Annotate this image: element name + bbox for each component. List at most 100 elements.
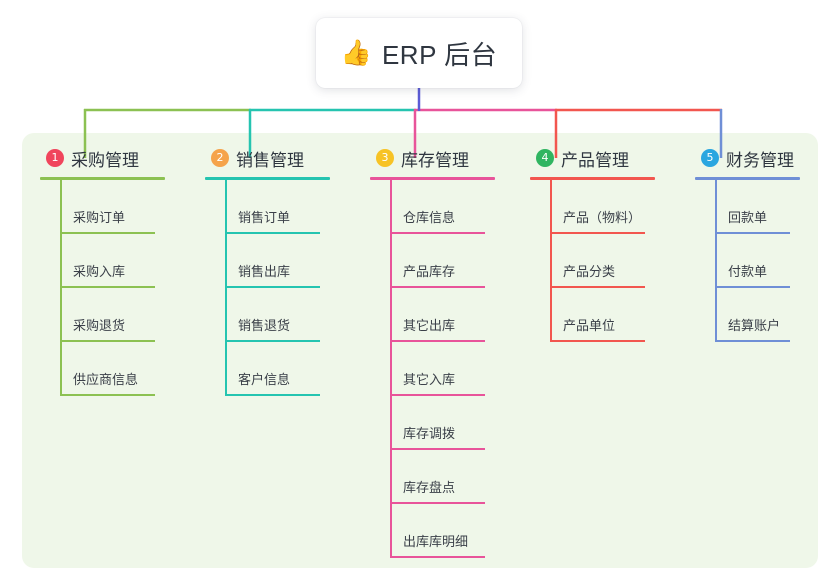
branch-column-3: 3 库存管理仓库信息产品库存其它出库其它入库库存调拨库存盘点出库库明细 <box>370 146 520 558</box>
branch-underline <box>40 177 165 180</box>
leaf-node[interactable]: 付款单 <box>695 234 825 288</box>
root-node-label: ERP 后台 <box>381 39 498 70</box>
leaf-node[interactable]: 销售出库 <box>205 234 355 288</box>
leaf-underline <box>225 232 320 234</box>
thumbs-up-emoji: 👍 <box>340 38 372 67</box>
branch-spine <box>225 180 227 396</box>
leaf-underline <box>60 286 155 288</box>
branch-column-4: 4 产品管理产品（物料） 产品分类产品单位 <box>530 146 680 342</box>
branch-column-5: 5 财务管理回款单付款单结算账户 <box>695 146 825 342</box>
leaf-node-label: 产品单位 <box>563 318 616 333</box>
branch-children: 销售订单销售出库销售退货客户信息 <box>205 180 355 396</box>
leaf-underline <box>715 286 790 288</box>
leaf-node-label: 付款单 <box>728 264 768 279</box>
branch-spine <box>60 180 62 396</box>
leaf-node[interactable]: 采购入库 <box>40 234 190 288</box>
leaf-node-label: 采购退货 <box>73 318 126 333</box>
leaf-underline <box>390 448 485 450</box>
leaf-node-label: 采购入库 <box>73 264 126 279</box>
leaf-node-label: 销售订单 <box>238 210 291 225</box>
leaf-underline <box>60 394 155 396</box>
leaf-underline <box>60 232 155 234</box>
branch-children: 产品（物料） 产品分类产品单位 <box>530 180 680 342</box>
leaf-node[interactable]: 销售订单 <box>205 180 355 234</box>
leaf-node[interactable]: 采购退货 <box>40 288 190 342</box>
branch-spine <box>715 180 717 342</box>
leaf-underline <box>390 340 485 342</box>
leaf-node-label: 销售退货 <box>238 318 291 333</box>
leaf-node-label: 采购订单 <box>73 210 126 225</box>
branch-number-badge: 4 <box>536 149 554 167</box>
leaf-node[interactable]: 产品库存 <box>370 234 520 288</box>
branch-number-badge: 1 <box>46 149 64 167</box>
branch-number-badge: 2 <box>211 149 229 167</box>
leaf-node[interactable]: 客户信息 <box>205 342 355 396</box>
leaf-node-label: 结算账户 <box>728 318 781 333</box>
leaf-node-label: 其它入库 <box>403 372 456 387</box>
leaf-underline <box>390 286 485 288</box>
branch-column-1: 1 采购管理采购订单采购入库采购退货供应商信息 <box>40 146 190 396</box>
leaf-node-label: 产品分类 <box>563 264 616 279</box>
leaf-underline <box>225 340 320 342</box>
branch-title: 销售管理 <box>236 150 304 170</box>
branch-title: 库存管理 <box>401 150 469 170</box>
root-node[interactable]: 👍 ERP 后台 <box>316 18 522 88</box>
leaf-node-label: 客户信息 <box>238 372 291 387</box>
leaf-node-label: 库存调拨 <box>403 426 456 441</box>
branch-title: 财务管理 <box>726 150 794 170</box>
branch-header-3[interactable]: 3 库存管理 <box>370 146 520 170</box>
branch-children: 回款单付款单结算账户 <box>695 180 825 342</box>
leaf-node-label: 产品（物料） <box>563 210 642 225</box>
leaf-node-label: 回款单 <box>728 210 768 225</box>
leaf-underline <box>225 394 320 396</box>
branch-number-badge: 5 <box>701 149 719 167</box>
branch-underline <box>530 177 655 180</box>
leaf-node[interactable]: 回款单 <box>695 180 825 234</box>
leaf-underline <box>550 340 645 342</box>
leaf-node[interactable]: 结算账户 <box>695 288 825 342</box>
leaf-node[interactable]: 产品单位 <box>530 288 680 342</box>
leaf-node[interactable]: 产品分类 <box>530 234 680 288</box>
leaf-underline <box>550 286 645 288</box>
branches-panel <box>22 133 818 568</box>
leaf-underline <box>715 340 790 342</box>
leaf-node-label: 出库库明细 <box>403 534 469 549</box>
leaf-node[interactable]: 其它入库 <box>370 342 520 396</box>
branch-number-badge: 3 <box>376 149 394 167</box>
branch-children: 仓库信息产品库存其它出库其它入库库存调拨库存盘点出库库明细 <box>370 180 520 558</box>
leaf-node-label: 库存盘点 <box>403 480 456 495</box>
leaf-underline <box>390 502 485 504</box>
branch-underline <box>370 177 495 180</box>
leaf-node-label: 供应商信息 <box>73 372 139 387</box>
branch-header-2[interactable]: 2 销售管理 <box>205 146 355 170</box>
leaf-node[interactable]: 出库库明细 <box>370 504 520 558</box>
leaf-underline <box>225 286 320 288</box>
leaf-underline <box>390 556 485 558</box>
leaf-underline <box>390 394 485 396</box>
leaf-underline <box>550 232 645 234</box>
leaf-node[interactable]: 产品（物料） <box>530 180 680 234</box>
leaf-underline <box>390 232 485 234</box>
leaf-node[interactable]: 销售退货 <box>205 288 355 342</box>
leaf-node[interactable]: 采购订单 <box>40 180 190 234</box>
branch-title: 产品管理 <box>561 150 629 170</box>
leaf-node-label: 销售出库 <box>238 264 291 279</box>
leaf-node[interactable]: 库存调拨 <box>370 396 520 450</box>
branch-spine <box>390 180 392 558</box>
leaf-underline <box>715 232 790 234</box>
branch-underline <box>695 177 800 180</box>
leaf-node-label: 其它出库 <box>403 318 456 333</box>
leaf-node[interactable]: 供应商信息 <box>40 342 190 396</box>
leaf-node[interactable]: 库存盘点 <box>370 450 520 504</box>
branch-column-2: 2 销售管理销售订单销售出库销售退货客户信息 <box>205 146 355 396</box>
leaf-node[interactable]: 其它出库 <box>370 288 520 342</box>
branch-spine <box>550 180 552 342</box>
leaf-node-label: 仓库信息 <box>403 210 456 225</box>
branch-header-4[interactable]: 4 产品管理 <box>530 146 680 170</box>
leaf-underline <box>60 340 155 342</box>
branch-header-5[interactable]: 5 财务管理 <box>695 146 825 170</box>
leaf-node[interactable]: 仓库信息 <box>370 180 520 234</box>
branch-title: 采购管理 <box>71 150 139 170</box>
branch-header-1[interactable]: 1 采购管理 <box>40 146 190 170</box>
